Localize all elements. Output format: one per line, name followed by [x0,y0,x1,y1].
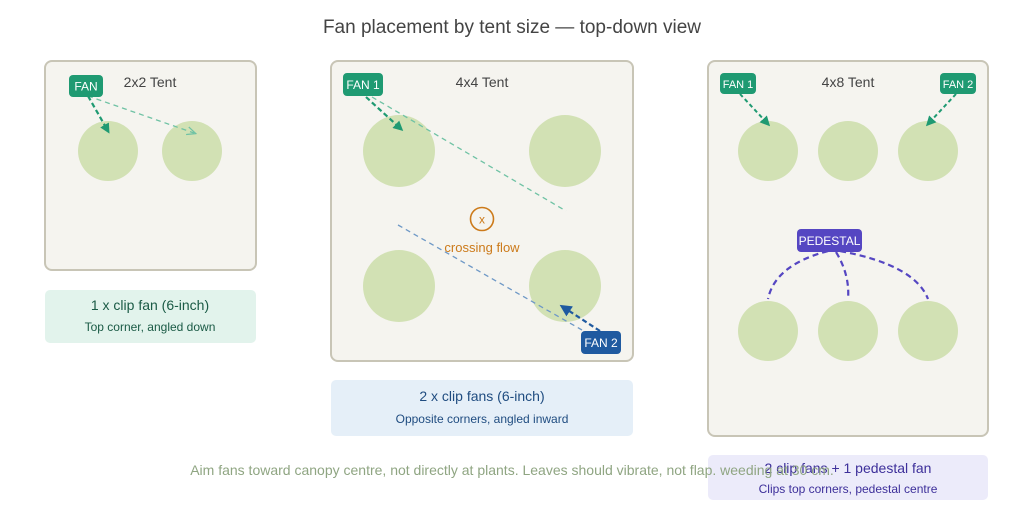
airflow-arrow-main [87,95,110,134]
plant [818,301,878,361]
plant [898,301,958,361]
fan-1-badge: FAN 1 [343,73,383,96]
crossing-icon [469,206,495,232]
caption-4x8-subtitle: Clips top corners, pedestal centre [759,482,938,496]
pedestal-fan-label: PEDESTAL [799,234,861,248]
fan-1-label: FAN 1 [723,79,754,91]
tent-4x8: 4x8 Tent FAN 1 FAN 2 PEDESTAL [707,60,989,437]
crossing-flow-label: crossing flow [444,240,520,255]
plant [529,250,601,322]
footer-note: Aim fans toward canopy centre, not direc… [190,462,834,478]
fan-2-badge: FAN 2 [581,331,621,354]
caption-2x2: 1 x clip fan (6-inch) Top corner, angled… [45,290,256,343]
tent-2x2-label: 2x2 Tent [124,74,177,90]
plant [78,121,138,181]
pedestal-airflow-left [766,249,829,300]
fan-badge: FAN [69,75,103,97]
airflow-line-fan-1 [371,96,567,212]
plant [738,301,798,361]
plant [818,121,878,181]
plant [363,115,435,187]
tent-4x4: 4x4 Tent x crossing flow FAN 1 FAN 2 [330,60,634,362]
airflow-arrow-fan-2 [559,304,601,332]
fan-1-badge: FAN 1 [720,73,756,94]
tent-4x4-label: 4x4 Tent [456,74,509,90]
tent-2x2: 2x2 Tent FAN [44,60,257,271]
caption-4x8: 2 clip fans + 1 pedestal fan Clips top c… [708,455,988,500]
plant [738,121,798,181]
crossing-icon-glyph: x [479,213,485,227]
airflow-arrow-secondary [87,95,194,133]
crossing-flow-marker: x crossing flow [444,206,520,255]
fan-2-badge: FAN 2 [940,73,976,94]
pedestal-airflow-centre [835,251,850,300]
caption-4x4: 2 x clip fans (6-inch) Opposite corners,… [331,380,633,436]
tent-4x4-frame [330,60,634,362]
caption-4x4-title: 2 x clip fans (6-inch) [419,388,544,404]
pedestal-airflow-right [839,249,930,300]
caption-4x8-title: 2 clip fans + 1 pedestal fan [765,460,932,476]
caption-4x4-subtitle: Opposite corners, angled inward [396,412,569,426]
plant [898,121,958,181]
pedestal-fan-badge: PEDESTAL [797,229,862,252]
fan-2-label: FAN 2 [943,79,974,91]
plant [162,121,222,181]
caption-2x2-title: 1 x clip fan (6-inch) [91,297,209,313]
fan-1-label: FAN 1 [346,78,380,92]
tent-4x8-label: 4x8 Tent [822,74,875,90]
plant [529,115,601,187]
fan-2-label: FAN 2 [584,336,618,350]
fan-label: FAN [74,80,97,94]
diagram-title: Fan placement by tent size — top-down vi… [323,17,701,38]
caption-2x2-subtitle: Top corner, angled down [85,320,216,334]
plant [363,250,435,322]
